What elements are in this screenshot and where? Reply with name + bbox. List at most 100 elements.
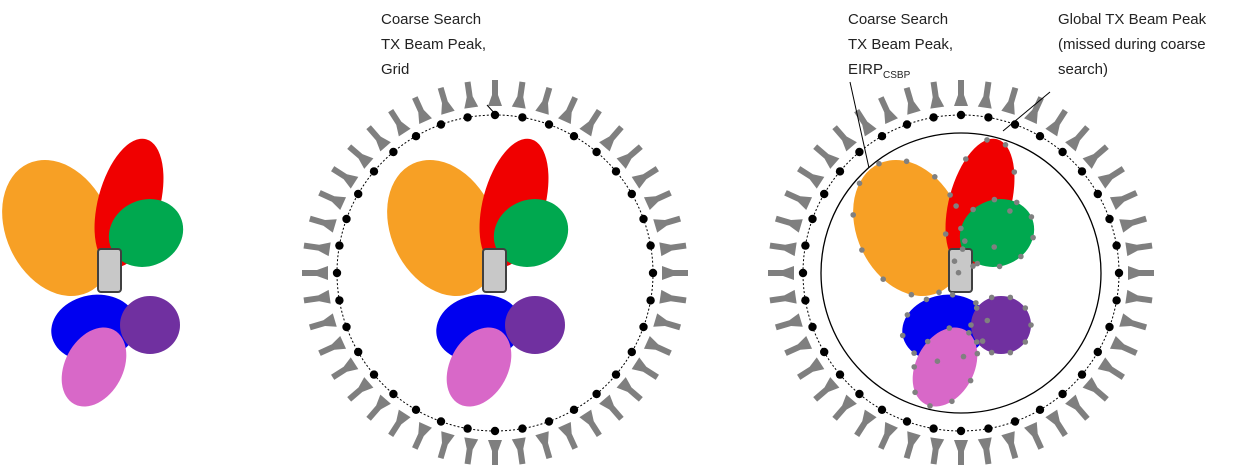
horn-antenna-icon [460, 80, 479, 109]
grid-point [820, 189, 829, 199]
horn-antenna-icon [1065, 122, 1093, 152]
fine-point [927, 403, 933, 409]
horn-antenna-icon [977, 437, 996, 465]
horn-antenna-icon [616, 141, 646, 169]
panel-device-only [0, 130, 196, 419]
grid-point [354, 347, 363, 357]
fine-point [946, 325, 953, 331]
horn-antenna-icon [899, 85, 921, 115]
grid-point [490, 426, 500, 436]
horn-antenna-icon [511, 437, 530, 465]
fine-search-sphere [820, 132, 1102, 414]
grid-point [389, 147, 398, 157]
grid-point [956, 426, 966, 436]
horn-antenna-icon [558, 421, 582, 452]
grid-point [1035, 405, 1045, 414]
panel-coarse-grid: Coarse Search TX Beam Peak, Grid [302, 11, 688, 465]
horn-antenna-icon [488, 80, 502, 106]
horn-antenna-icon [558, 94, 582, 125]
fine-point [850, 212, 856, 218]
horn-antenna-icon [899, 431, 921, 461]
fine-point [880, 276, 886, 283]
dut-beams [364, 130, 581, 419]
horn-antenna-icon [1109, 186, 1140, 210]
horn-antenna-icon [302, 238, 331, 257]
eirp-main: EIRP [848, 61, 883, 78]
horn-antenna-icon [659, 289, 688, 308]
horn-antenna-icon [1119, 313, 1149, 335]
horn-antenna-icon [926, 437, 945, 465]
grid-point [902, 417, 912, 426]
horn-antenna-icon [810, 141, 840, 169]
horn-antenna-icon [302, 289, 331, 308]
horn-antenna-icon [579, 409, 606, 440]
grid-point [592, 389, 601, 399]
horn-antenna-icon [363, 394, 391, 424]
horn-antenna-icon [616, 377, 646, 405]
fine-point [1028, 214, 1035, 220]
fine-point [856, 180, 863, 187]
horn-antenna-icon [1119, 211, 1149, 233]
horn-antenna-icon [1125, 289, 1154, 308]
grid-point [342, 214, 351, 224]
grid-point [490, 110, 500, 120]
fine-point [934, 358, 941, 365]
horn-antenna-icon [328, 357, 359, 384]
horn-antenna-icon [768, 289, 797, 308]
fine-point [1007, 208, 1013, 214]
grid-point [1112, 241, 1121, 250]
grid-point [929, 424, 938, 433]
fine-point [991, 244, 997, 250]
horn-antenna-icon [488, 440, 502, 465]
fine-point [899, 332, 906, 339]
horn-antenna-icon [850, 409, 877, 440]
grid-point [801, 296, 810, 305]
horn-antenna-icon [954, 440, 968, 465]
fine-point [973, 339, 980, 345]
grid-point [808, 214, 817, 224]
fine-point [911, 364, 917, 370]
horn-antenna-icon [1045, 106, 1072, 137]
grid-point [801, 241, 810, 250]
horn-antenna-icon [782, 186, 813, 210]
horn-antenna-icon [1001, 431, 1023, 461]
grid-point [1077, 167, 1087, 176]
grid-point [984, 424, 993, 433]
horn-antenna-icon [1097, 162, 1128, 189]
fine-point [963, 156, 969, 162]
grid-point [639, 322, 648, 332]
label-line: search) [1058, 61, 1108, 78]
label-line: Global TX Beam Peak [1058, 11, 1207, 28]
grid-point [544, 120, 554, 129]
fine-point [953, 203, 959, 209]
fine-point [1007, 349, 1014, 356]
horn-antenna-icon [307, 313, 337, 335]
grid-point [342, 322, 351, 332]
leader-line [849, 81, 870, 169]
horn-antenna-icon [874, 94, 898, 125]
eirp-subscript: CSBP [883, 70, 911, 81]
horn-antenna-icon [1024, 421, 1048, 452]
grid-point [929, 113, 938, 122]
horn-antenna-icon [302, 266, 328, 280]
horn-antenna-icon [874, 421, 898, 452]
grid-point [569, 405, 579, 414]
horn-antenna-icon [599, 394, 627, 424]
grid-point [518, 424, 527, 433]
horn-antenna-icon [433, 431, 455, 461]
horn-antenna-icon [782, 336, 813, 360]
grid-point [1058, 147, 1067, 157]
horn-antenna-icon [316, 336, 347, 360]
grid-point [627, 347, 636, 357]
fine-point [973, 305, 980, 311]
grid-point [1114, 268, 1124, 278]
fine-point [923, 296, 930, 303]
fine-grid-points [850, 137, 1036, 409]
grid-point [902, 120, 912, 129]
fine-point [967, 377, 974, 384]
horn-antenna-icon [535, 85, 557, 115]
fine-point [974, 350, 981, 357]
grid-point [389, 389, 398, 399]
horn-antenna-icon [408, 421, 432, 452]
grid-point [877, 405, 887, 414]
